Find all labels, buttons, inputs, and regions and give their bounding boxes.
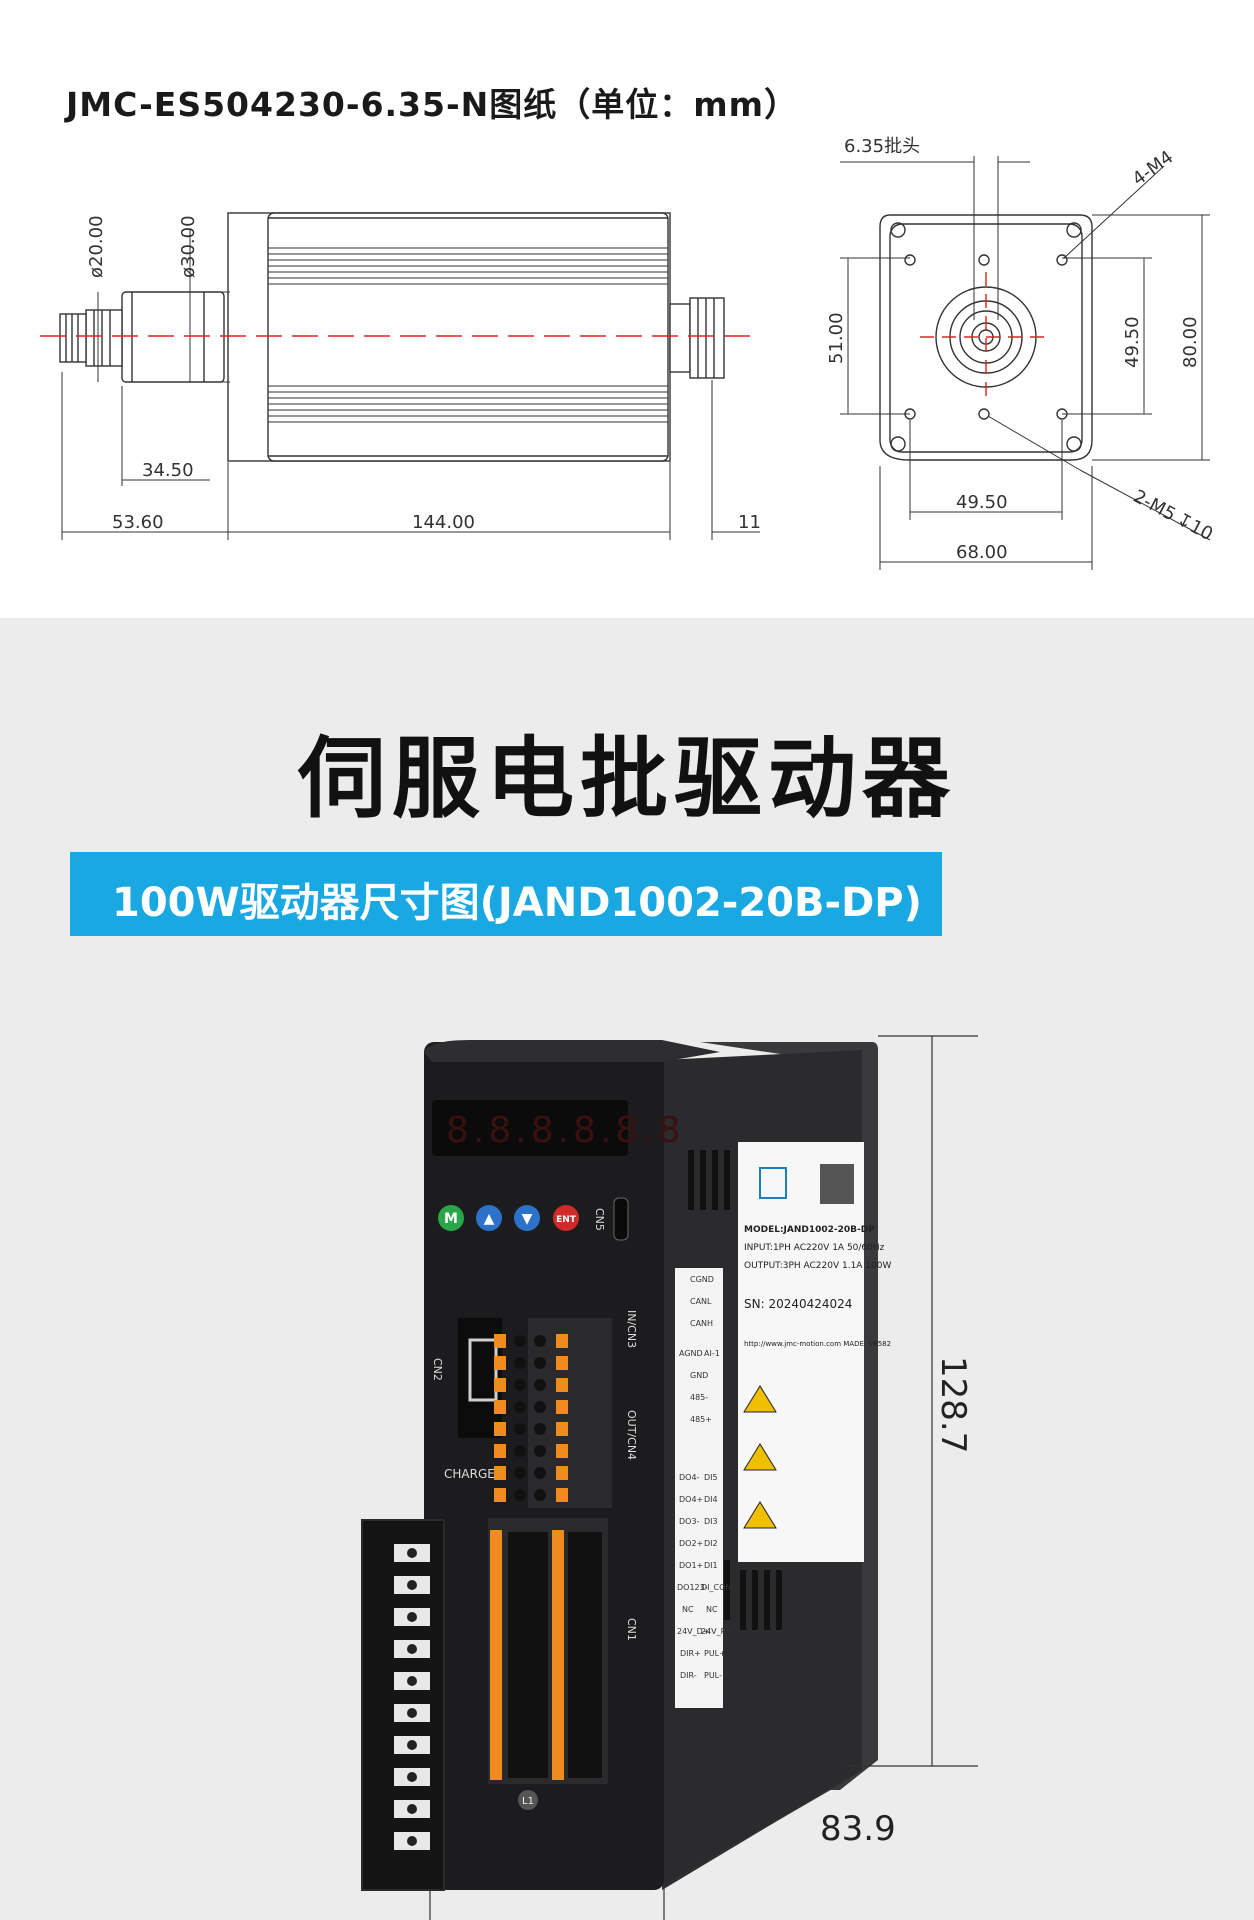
nameplate-web: http://www.jmc-motion.com MADE: V6582 <box>744 1340 891 1348</box>
svg-text:DIR-: DIR- <box>680 1671 697 1680</box>
svg-text:DI_COM: DI_COM <box>701 1583 732 1592</box>
dim-11-50: 11.50 <box>738 512 760 533</box>
warning-icon-3 <box>743 1501 777 1529</box>
svg-text:CGND: CGND <box>690 1275 714 1284</box>
dim-144-00: 144.00 <box>412 512 475 533</box>
down-button[interactable] <box>514 1205 540 1231</box>
motor-front-view: 6.35批头 4-M4 2-M5↧10 51.00 49.50 80.00 49… <box>826 136 1217 570</box>
nameplate-model: MODEL:JAND1002-20B-DP <box>744 1225 875 1235</box>
mode-button-label: M <box>444 1211 458 1227</box>
svg-text:DI3: DI3 <box>704 1517 718 1526</box>
dim-dia30: ø30.00 <box>178 215 199 278</box>
svg-text:485-: 485- <box>690 1393 708 1402</box>
brand-logo-icon <box>759 1167 787 1199</box>
up-button[interactable] <box>476 1205 502 1231</box>
cn2-label: CN2 <box>431 1358 444 1381</box>
bit-label: 6.35批头 <box>844 136 920 157</box>
dim-dia20: ø20.00 <box>86 215 107 278</box>
led-display <box>432 1100 628 1156</box>
warning-icon-2 <box>743 1443 777 1471</box>
banner-label: 100W驱动器尺寸图(JAND1002-20B-DP) <box>112 880 922 926</box>
svg-text:24V_D+: 24V_D+ <box>677 1627 710 1636</box>
svg-text:PUL+: PUL+ <box>704 1649 726 1658</box>
svg-text:DI5: DI5 <box>704 1473 718 1482</box>
size-banner: 100W驱动器尺寸图(JAND1002-20B-DP) <box>70 852 942 936</box>
nameplate-input: INPUT:1PH AC220V 1A 50/60Hz <box>744 1243 885 1253</box>
svg-text:CANL: CANL <box>690 1297 712 1306</box>
drawing-section: JMC-ES504230-6.35-N图纸（单位：mm） <box>0 0 1254 618</box>
motor-side-view: ø20.00 ø30.00 34.50 53.60 144.00 11.50 <box>40 212 760 540</box>
dim-49-50-horizontal: 49.50 <box>956 492 1008 513</box>
dim-49-50-vertical: 49.50 <box>1122 316 1143 368</box>
svg-text:DI1: DI1 <box>704 1561 718 1570</box>
cn1-label: CN1 <box>625 1618 638 1641</box>
m4-label: 4-M4 <box>1129 147 1178 190</box>
nameplate <box>738 1142 864 1562</box>
dim-80-00: 80.00 <box>1180 316 1201 368</box>
m5-label: 2-M5↧10 <box>1130 486 1217 545</box>
svg-text:PUL-: PUL- <box>704 1671 722 1680</box>
dim-68-00: 68.00 <box>956 542 1008 563</box>
cn3-label: IN/CN3 <box>625 1310 638 1348</box>
enter-button-label: ENT <box>556 1215 577 1225</box>
driver-illustration: CGND CANL CANH AGND AI-1 GND 485- 485+ D… <box>361 1035 978 1920</box>
svg-text:NC: NC <box>682 1605 694 1614</box>
side-pin-text: CGND CANL CANH AGND AI-1 GND 485- 485+ D… <box>677 1275 732 1680</box>
svg-text:DO123-: DO123- <box>677 1583 708 1592</box>
svg-text:DO1+: DO1+ <box>679 1561 703 1570</box>
height-dimension: 128.7 <box>933 1356 973 1453</box>
enter-button[interactable] <box>553 1205 579 1231</box>
drawing-title: JMC-ES504230-6.35-N图纸（单位：mm） <box>66 85 799 124</box>
svg-text:DO4-: DO4- <box>679 1473 700 1482</box>
svg-text:DO2+: DO2+ <box>679 1539 703 1548</box>
section-heading: 伺服电批驱动器 <box>297 727 956 830</box>
display-readout: 8.8.8.8.8.8 <box>446 1110 685 1151</box>
svg-text:DO3-: DO3- <box>679 1517 700 1526</box>
svg-text:DIR+: DIR+ <box>680 1649 701 1658</box>
qr-code-icon <box>820 1164 854 1204</box>
up-arrow-icon: ▲ <box>484 1211 495 1227</box>
svg-text:NC: NC <box>706 1605 718 1614</box>
svg-text:AI-1: AI-1 <box>704 1349 720 1358</box>
dim-34-50: 34.50 <box>142 460 194 481</box>
depth-dimension: 83.9 <box>820 1809 896 1849</box>
svg-text:485+: 485+ <box>690 1415 712 1424</box>
nameplate-sn: SN: 20240424024 <box>744 1297 852 1311</box>
nameplate-output: OUTPUT:3PH AC220V 1.1A 100W <box>744 1261 891 1271</box>
svg-text:24V_P+: 24V_P+ <box>701 1627 732 1636</box>
l1-label: L1 <box>522 1796 534 1807</box>
down-arrow-icon: ▼ <box>522 1211 533 1227</box>
svg-text:CANH: CANH <box>690 1319 713 1328</box>
dim-53-60: 53.60 <box>112 512 164 533</box>
mode-button[interactable] <box>438 1205 464 1231</box>
dim-51-00: 51.00 <box>826 312 847 364</box>
cn4-label: OUT/CN4 <box>625 1410 638 1460</box>
svg-text:AGND: AGND <box>679 1349 703 1358</box>
svg-text:DO4+: DO4+ <box>679 1495 703 1504</box>
warning-icon-1 <box>743 1385 777 1413</box>
usb-port[interactable] <box>613 1197 629 1241</box>
l1-marker <box>518 1790 538 1810</box>
svg-text:GND: GND <box>690 1371 708 1380</box>
svg-text:DI4: DI4 <box>704 1495 718 1504</box>
svg-text:DI2: DI2 <box>704 1539 718 1548</box>
side-pin-label <box>675 1268 723 1708</box>
charge-label: CHARGE <box>444 1467 495 1481</box>
cn5-label: CN5 <box>593 1208 606 1231</box>
